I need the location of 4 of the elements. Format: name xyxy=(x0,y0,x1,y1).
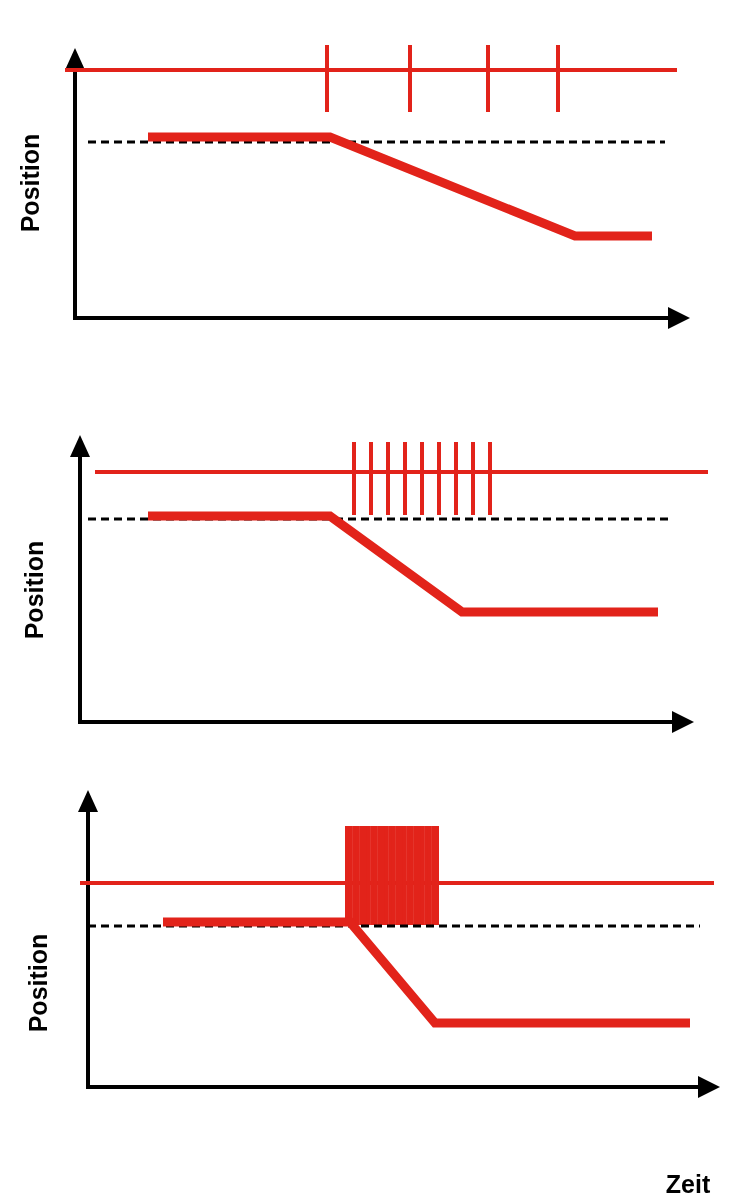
axis-label: Zeit xyxy=(665,1171,711,1197)
axis-label: Position xyxy=(21,540,47,640)
axis-label: Position xyxy=(25,933,51,1033)
axis-label: Position xyxy=(17,133,43,233)
